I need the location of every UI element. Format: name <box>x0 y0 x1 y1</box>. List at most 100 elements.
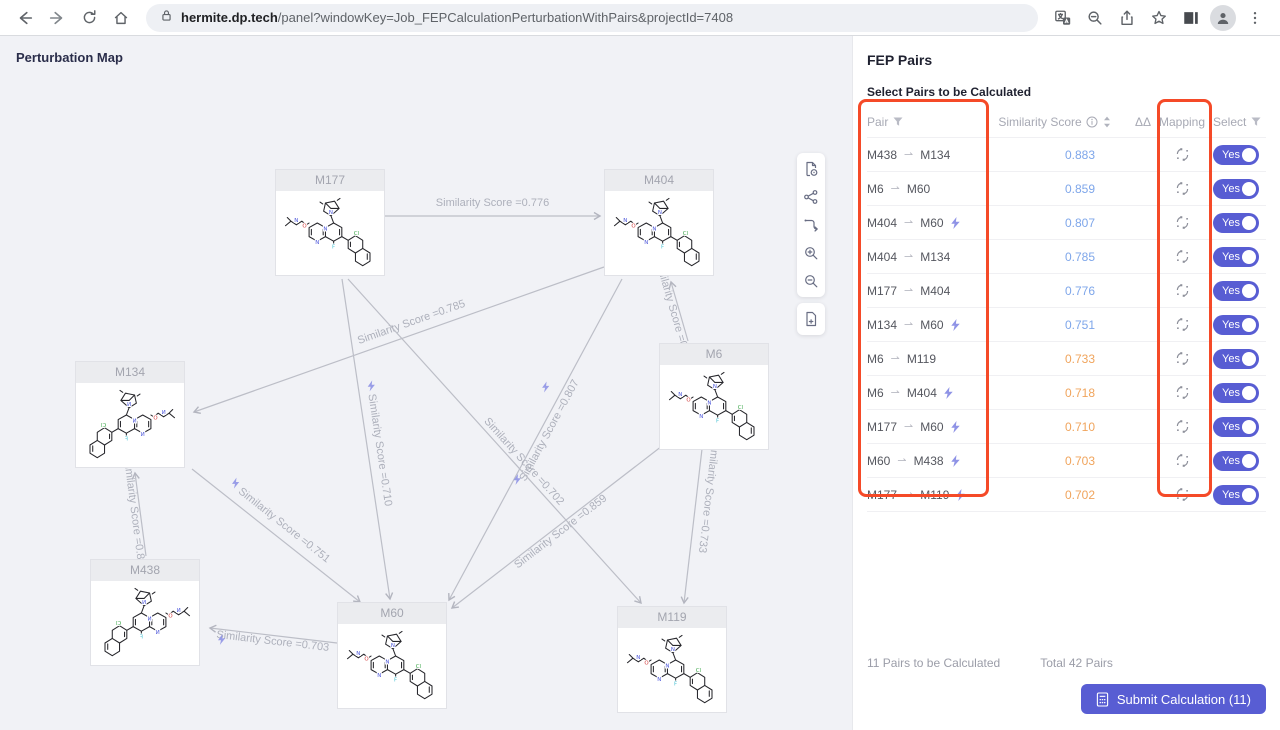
forward-icon[interactable] <box>42 3 72 33</box>
map-node[interactable]: M438 <box>90 559 200 666</box>
zoom-out-map-icon[interactable] <box>799 269 823 293</box>
select-toggle[interactable]: Yes <box>1213 416 1259 437</box>
map-node-label: M119 <box>618 607 726 628</box>
mapping-icon[interactable] <box>1175 487 1190 502</box>
map-edge <box>450 445 663 609</box>
select-toggle[interactable]: Yes <box>1213 212 1259 233</box>
filter-icon[interactable] <box>1251 117 1261 127</box>
map-node[interactable]: M134 <box>75 361 185 468</box>
table-row[interactable]: M6 ⇀ M404 0.718 Yes <box>867 376 1266 410</box>
info-icon[interactable] <box>1086 116 1098 128</box>
export-image-icon[interactable] <box>799 157 823 181</box>
table-row[interactable]: M177 ⇀ M404 0.776 Yes <box>867 274 1266 308</box>
toggle-label: Yes <box>1222 386 1240 399</box>
table-row[interactable]: M438 ⇀ M134 0.883 Yes <box>867 137 1266 172</box>
molecule-image <box>76 383 184 467</box>
map-edge <box>341 278 394 601</box>
pair-arrow-icon: ⇀ <box>897 455 907 467</box>
pair-from: M177 <box>867 283 898 298</box>
table-row[interactable]: M6 ⇀ M119 0.733 Yes <box>867 342 1266 376</box>
molecule-image <box>618 628 726 712</box>
table-row[interactable]: M60 ⇀ M438 0.703 Yes <box>867 444 1266 478</box>
zoom-out-icon[interactable] <box>1080 3 1110 33</box>
select-toggle[interactable]: Yes <box>1213 144 1259 165</box>
map-toolbar <box>797 153 825 297</box>
select-toggle[interactable]: Yes <box>1213 382 1259 403</box>
pair-arrow-icon: ⇀ <box>904 217 914 229</box>
sort-icon[interactable] <box>1102 115 1112 129</box>
map-node[interactable]: M177 <box>275 169 385 276</box>
toggle-knob <box>1242 487 1256 502</box>
filter-icon[interactable] <box>893 117 903 127</box>
pair-cell: M404 ⇀ M134 <box>867 250 989 264</box>
column-pair: Pair <box>867 115 889 129</box>
select-toggle[interactable]: Yes <box>1213 280 1259 301</box>
home-icon[interactable] <box>106 3 136 33</box>
molecule-image <box>338 624 446 708</box>
map-node-label: M404 <box>605 170 713 191</box>
map-node[interactable]: M6 <box>659 343 769 450</box>
molecule-drawing <box>97 583 193 663</box>
reload-icon[interactable] <box>74 3 104 33</box>
toggle-label: Yes <box>1222 250 1240 263</box>
map-node[interactable]: M404 <box>604 169 714 276</box>
table-row[interactable]: M404 ⇀ M134 0.785 Yes <box>867 240 1266 274</box>
pair-to: M60 <box>906 181 931 196</box>
toggle-label: Yes <box>1222 454 1240 467</box>
side-panel-icon[interactable] <box>1176 3 1206 33</box>
select-toggle[interactable]: Yes <box>1213 450 1259 471</box>
bookmark-star-icon[interactable] <box>1144 3 1174 33</box>
molecule-drawing <box>666 367 762 447</box>
map-edge <box>192 266 605 414</box>
table-row[interactable]: M177 ⇀ M60 0.710 Yes <box>867 410 1266 444</box>
table-row[interactable]: M177 ⇀ M119 0.702 Yes <box>867 478 1266 512</box>
mapping-icon[interactable] <box>1175 283 1190 298</box>
submit-calculation-button[interactable]: Submit Calculation (11) <box>1080 684 1266 714</box>
back-icon[interactable] <box>10 3 40 33</box>
add-node-icon[interactable] <box>799 307 823 331</box>
select-toggle[interactable]: Yes <box>1213 178 1259 199</box>
pair-arrow-icon: ⇀ <box>890 183 900 195</box>
map-node[interactable]: M60 <box>337 602 447 709</box>
edge-label: Similarity Score =0.883 <box>121 458 148 572</box>
auto-layout-icon[interactable] <box>799 185 823 209</box>
molecule-drawing <box>282 193 378 273</box>
lightning-icon <box>950 420 960 433</box>
mapping-icon[interactable] <box>1175 147 1190 162</box>
edge-label: Similarity Score =0.710 <box>365 393 394 507</box>
edge-label: Similarity Score =0.703 <box>216 629 330 654</box>
pair-from: M438 <box>867 147 898 162</box>
share-icon[interactable] <box>1112 3 1142 33</box>
mapping-icon[interactable] <box>1175 181 1190 196</box>
url-bar[interactable]: hermite.dp.tech/panel?windowKey=Job_FEPC… <box>146 3 1038 32</box>
table-row[interactable]: M134 ⇀ M60 0.751 Yes <box>867 308 1266 342</box>
pairs-count-label: 11 Pairs to be Calculated <box>867 656 1001 670</box>
profile-avatar[interactable] <box>1208 3 1238 33</box>
mapping-icon[interactable] <box>1175 385 1190 400</box>
pair-arrow-icon: ⇀ <box>904 149 914 161</box>
table-row[interactable]: M6 ⇀ M60 0.859 Yes <box>867 172 1266 206</box>
select-toggle[interactable]: Yes <box>1213 314 1259 335</box>
panel-title: FEP Pairs <box>867 52 933 68</box>
route-icon[interactable] <box>799 213 823 237</box>
mapping-icon[interactable] <box>1175 215 1190 230</box>
mapping-icon[interactable] <box>1175 317 1190 332</box>
select-toggle[interactable]: Yes <box>1213 246 1259 267</box>
translate-icon[interactable] <box>1048 3 1078 33</box>
mapping-icon[interactable] <box>1175 419 1190 434</box>
similarity-score: 0.718 <box>1064 385 1095 400</box>
zoom-in-icon[interactable] <box>799 241 823 265</box>
select-toggle[interactable]: Yes <box>1213 484 1259 505</box>
pair-to: M404 <box>920 283 951 298</box>
pair-to: M60 <box>920 317 944 332</box>
mapping-icon[interactable] <box>1175 249 1190 264</box>
select-toggle[interactable]: Yes <box>1213 348 1259 369</box>
pair-arrow-icon: ⇀ <box>904 285 914 297</box>
mapping-icon[interactable] <box>1175 453 1190 468</box>
table-row[interactable]: M404 ⇀ M60 0.807 Yes <box>867 206 1266 240</box>
mapping-icon[interactable] <box>1175 351 1190 366</box>
menu-kebab-icon[interactable] <box>1240 3 1270 33</box>
map-node[interactable]: M119 <box>617 606 727 713</box>
